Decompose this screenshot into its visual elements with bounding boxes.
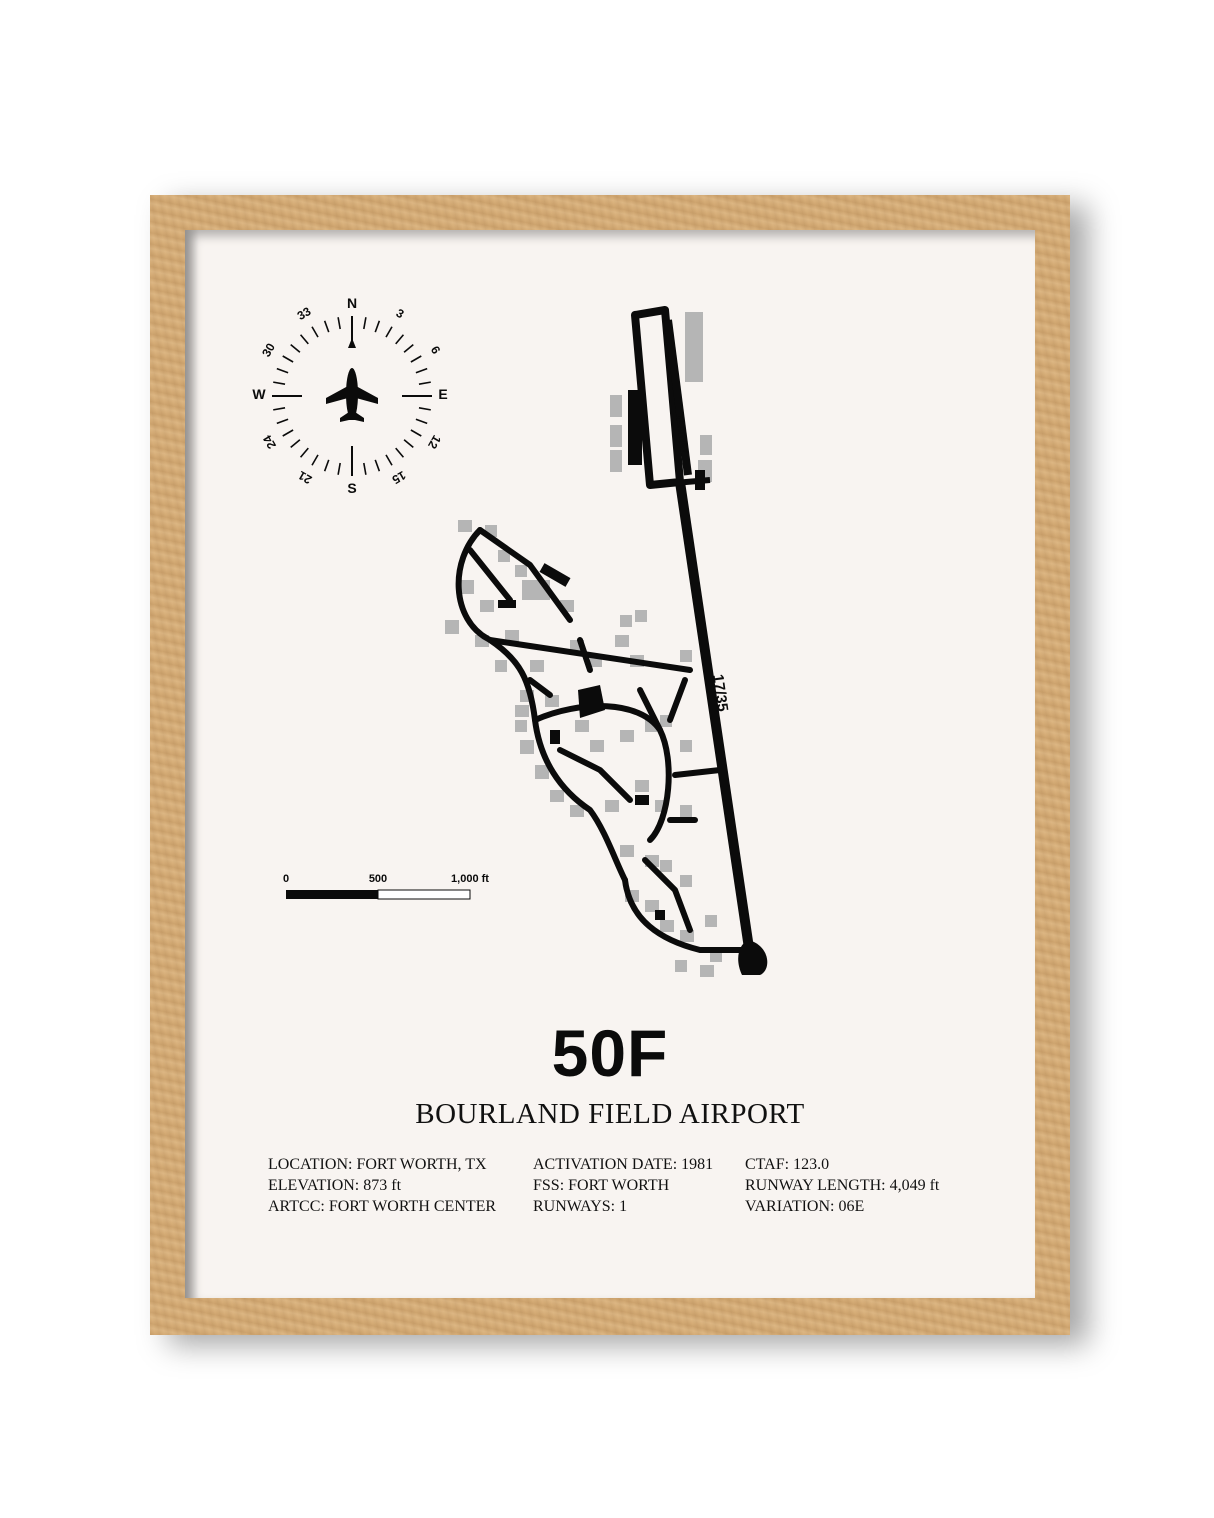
apron — [628, 390, 642, 465]
info-fss: FSS: FORT WORTH — [533, 1177, 670, 1194]
compass-tick — [290, 343, 301, 353]
info-artcc: ARTCC: FORT WORTH CENTER — [268, 1198, 497, 1215]
info-column-2: ACTIVATION DATE: 1981 FSS: FORT WORTH RU… — [533, 1154, 713, 1217]
scale-segment-dark — [286, 890, 378, 899]
compass-tick — [395, 447, 405, 458]
compass-tick — [299, 447, 309, 458]
compass-label-e: E — [438, 386, 447, 402]
compass-tick — [323, 320, 330, 333]
airport-code: 50F — [551, 1016, 669, 1090]
compass-label-w: W — [252, 386, 266, 402]
dark-hangars — [498, 470, 705, 920]
airport-name: BOURLAND FIELD AIRPORT — [415, 1098, 805, 1130]
compass-tick — [410, 355, 422, 363]
compass-tick — [403, 343, 414, 353]
info-column-1: LOCATION: FORT WORTH, TX ELEVATION: 873 … — [268, 1154, 496, 1217]
compass-rose: N E S W 3 6 12 15 21 24 30 33 — [252, 295, 447, 496]
compass-tick — [395, 334, 405, 345]
north-arrow-icon — [348, 338, 356, 348]
mat-shadow — [185, 230, 199, 1298]
compass-tick — [276, 367, 289, 374]
compass-tick — [410, 429, 422, 437]
compass-label-12: 12 — [425, 433, 444, 452]
compass-tick — [282, 429, 294, 437]
compass-tick — [290, 439, 301, 449]
compass-tick — [282, 355, 294, 363]
compass-tick — [299, 334, 309, 345]
info-variation: VARIATION: 06E — [745, 1198, 865, 1215]
taxiway-network — [455, 527, 748, 953]
compass-label-3: 3 — [394, 306, 407, 322]
runway-label: 17/35 — [709, 673, 731, 713]
compass-label-s: S — [347, 480, 356, 496]
compass-label-24: 24 — [260, 432, 279, 451]
airport-diagram: 17/35 TAXIWAY — [445, 306, 768, 977]
compass-tick — [415, 418, 428, 425]
compass-tick — [374, 320, 381, 333]
runway-turnaround — [738, 940, 768, 975]
compass-tick — [385, 326, 393, 338]
info-ctaf: CTAF: 123.0 — [745, 1156, 830, 1173]
compass-tick — [323, 459, 330, 472]
compass-tick — [337, 317, 341, 330]
compass-tick — [363, 317, 367, 330]
info-activation: ACTIVATION DATE: 1981 — [533, 1156, 714, 1173]
compass-label-15: 15 — [389, 468, 408, 487]
scale-segment-light — [377, 889, 471, 900]
scale-label-1000: 1,000 ft — [451, 873, 489, 885]
compass-label-33: 33 — [295, 304, 314, 323]
compass-tick — [311, 454, 319, 466]
parallel-taxiway — [664, 319, 692, 476]
compass-tick — [337, 462, 341, 475]
compass-tick — [363, 462, 367, 475]
compass-tick — [403, 439, 414, 449]
compass-tick — [374, 459, 381, 472]
compass-label-21: 21 — [295, 468, 314, 487]
runway-17-35 — [675, 481, 755, 956]
compass-tick — [276, 418, 289, 425]
info-runway-length: RUNWAY LENGTH: 4,049 ft — [745, 1177, 940, 1194]
scale-bar: 0 500 1,000 ft — [283, 873, 489, 900]
info-elevation: ELEVATION: 873 ft — [268, 1177, 402, 1194]
airplane-icon — [326, 368, 378, 422]
compass-label-30: 30 — [259, 340, 278, 359]
compass-tick — [311, 326, 319, 338]
compass-tick — [385, 454, 393, 466]
scale-label-0: 0 — [283, 873, 289, 885]
compass-tick — [415, 367, 428, 374]
compass-tick — [418, 381, 431, 385]
compass-tick — [418, 407, 431, 411]
compass-ticks — [272, 316, 432, 476]
info-location: LOCATION: FORT WORTH, TX — [268, 1156, 487, 1173]
info-runways: RUNWAYS: 1 — [533, 1198, 628, 1215]
compass-label-n: N — [347, 295, 357, 311]
info-column-3: CTAF: 123.0 RUNWAY LENGTH: 4,049 ft VARI… — [745, 1154, 939, 1217]
scale-label-500: 500 — [369, 873, 387, 885]
compass-tick — [273, 407, 286, 411]
compass-tick — [273, 381, 286, 385]
